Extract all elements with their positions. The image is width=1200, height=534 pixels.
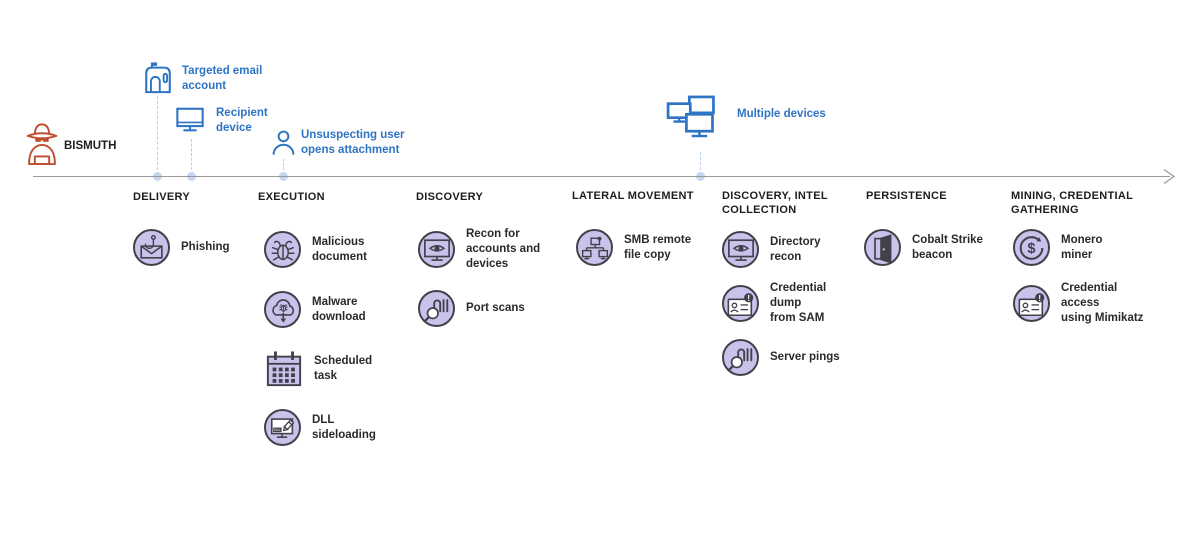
mailbox-icon (142, 61, 174, 95)
svg-text:$: $ (1027, 240, 1035, 256)
multiple-devices-icon (666, 95, 730, 151)
monitor-eye-icon (418, 231, 455, 268)
technique-credential-dump-sam: ! Credential dump from SAM (722, 282, 826, 324)
technique-credential-access-mimikatz: ! Credential access using Mimikatz (1013, 282, 1143, 324)
connector-dash (157, 96, 158, 170)
stage-header-execution: EXECUTION (258, 191, 325, 203)
technique-dll-sideloading: DLL DLL sideloading (264, 409, 376, 446)
monitor-pencil-icon: DLL (264, 409, 301, 446)
stage-header-mining: MINING, CREDENTIAL GATHERING (1011, 190, 1134, 216)
marker-label-targeted-email: Targeted email account (182, 65, 263, 92)
marker-label-multiple-devices: Multiple devices (737, 108, 826, 120)
technique-label: Directory recon (770, 235, 821, 263)
open-door-icon (864, 229, 901, 266)
stage-header-lateral-movement: LATERAL MOVEMENT (572, 190, 694, 202)
connector-dash (283, 159, 284, 170)
technique-server-pings: Server pings (722, 339, 840, 376)
technique-malware-download: Malware download (264, 291, 366, 328)
dollar-cycle-icon: $ (1013, 229, 1050, 266)
id-card-alert-icon: ! (1013, 285, 1050, 322)
technique-label: Credential dump from SAM (770, 282, 827, 324)
technique-directory-recon: Directory recon (722, 231, 821, 268)
technique-recon-accounts-devices: Recon for accounts and devices (418, 228, 540, 270)
id-card-alert-icon: ! (722, 285, 759, 322)
stage-header-persistence: PERSISTENCE (866, 190, 947, 202)
person-icon (270, 127, 297, 157)
attacker-name: BISMUTH (64, 140, 117, 152)
technique-label: Malware download (312, 295, 366, 323)
connector-dash (700, 152, 701, 170)
technique-port-scans: Port scans (418, 290, 525, 327)
connector-dash (191, 139, 192, 170)
technique-cobalt-strike-beacon: Cobalt Strike beacon (864, 229, 983, 266)
technique-label: DLL sideloading (312, 413, 376, 441)
technique-label: Phishing (181, 241, 230, 253)
technique-malicious-document: Malicious document (264, 231, 367, 268)
technique-label: Server pings (770, 351, 840, 363)
attacker-icon (20, 121, 64, 167)
marker-label-recipient-device: Recipient device (216, 107, 268, 134)
monitor-eye-icon (722, 231, 759, 268)
technique-label: Scheduled task (314, 355, 373, 382)
svg-text:!: ! (1038, 292, 1041, 302)
stage-header-discovery: DISCOVERY (416, 191, 484, 203)
technique-monero-miner: $ Monero miner (1013, 229, 1103, 266)
technique-label: Credential access using Mimikatz (1061, 282, 1144, 324)
technique-scheduled-task: Scheduled task (265, 349, 372, 389)
marker-label-unsuspecting-user: Unsuspecting user opens attachment (301, 129, 405, 156)
technique-label: Recon for accounts and devices (466, 228, 541, 270)
calendar-icon (265, 349, 303, 389)
cloud-download-bug-icon (264, 291, 301, 328)
technique-label: Malicious document (312, 235, 367, 263)
svg-text:DLL: DLL (274, 428, 281, 432)
svg-text:!: ! (747, 292, 750, 302)
phishing-hook-envelope-icon (133, 229, 170, 266)
technique-label: Monero miner (1061, 233, 1103, 261)
monitor-icon (174, 105, 206, 135)
technique-smb-remote-file-copy: SMB remote file copy (576, 229, 691, 266)
technique-label: SMB remote file copy (624, 233, 692, 261)
barcode-magnifier-icon (418, 290, 455, 327)
stage-header-delivery: DELIVERY (133, 191, 191, 203)
network-tree-icon (576, 229, 613, 266)
technique-phishing: Phishing (133, 229, 230, 266)
timeline-arrowhead (1160, 168, 1180, 186)
technique-label: Port scans (466, 302, 525, 314)
stage-header-discovery-intel: DISCOVERY, INTEL COLLECTION (722, 190, 828, 216)
timeline-axis (33, 176, 1170, 177)
barcode-magnifier-icon (722, 339, 759, 376)
technique-label: Cobalt Strike beacon (912, 233, 983, 261)
bug-icon (264, 231, 301, 268)
